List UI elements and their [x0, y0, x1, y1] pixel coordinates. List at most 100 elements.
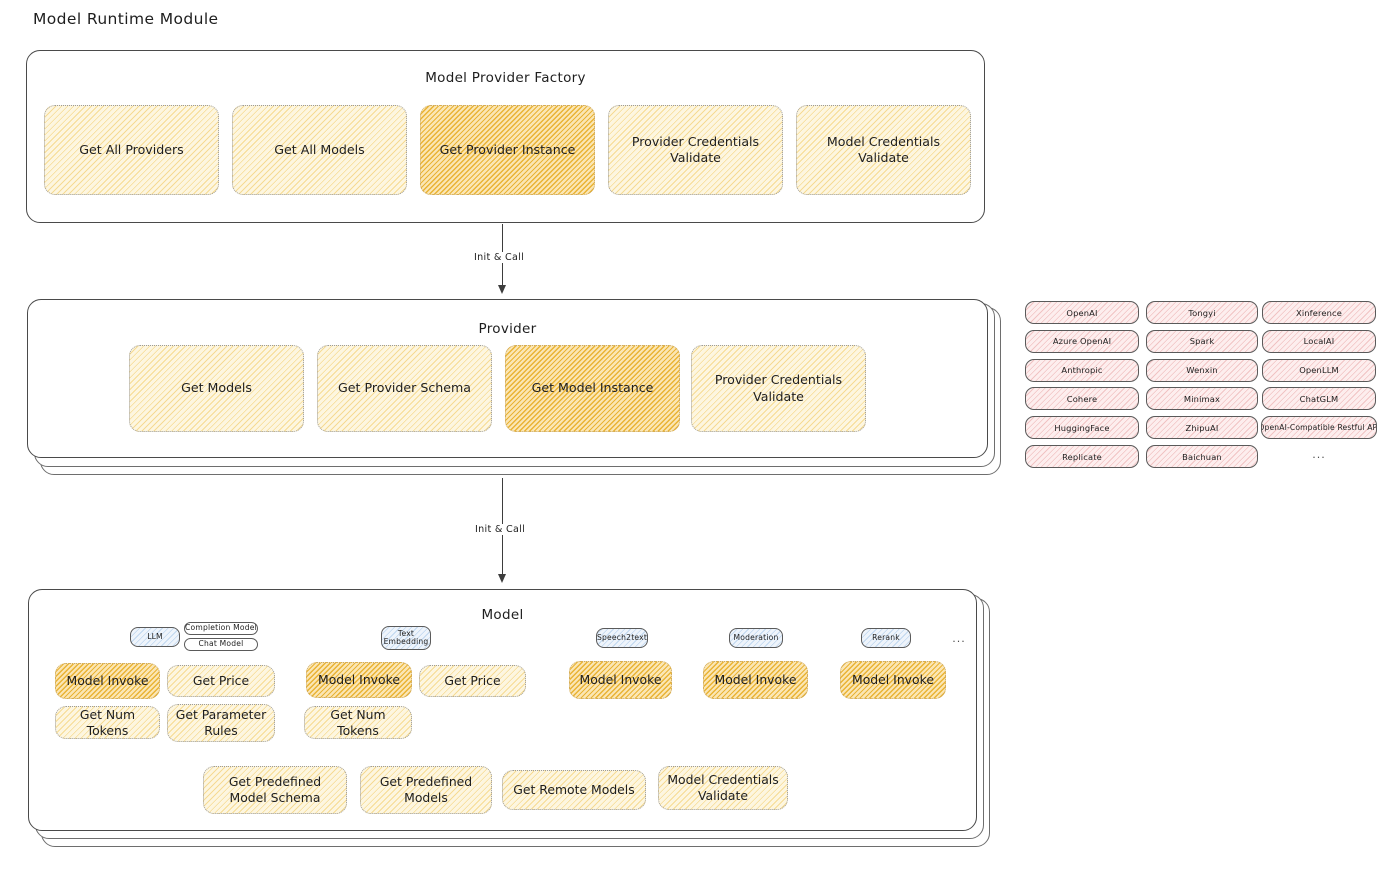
provider-chip-0-1[interactable]: Azure OpenAI	[1025, 329, 1139, 353]
provider-list-more-icon: ...	[1312, 448, 1326, 461]
model-type-badge-4[interactable]: Rerank	[861, 628, 911, 648]
model-common-method-2[interactable]: Get Remote Models	[502, 770, 646, 810]
model-common-method-label: Get Remote Models	[513, 782, 635, 798]
model-common-method-1[interactable]: Get Predefined Models	[360, 766, 492, 814]
model-sub-badge-label: Chat Model	[198, 639, 244, 649]
factory-title: Model Provider Factory	[425, 70, 586, 86]
model-method-label: Get Num Tokens	[79, 706, 136, 738]
provider-chip-2-4[interactable]: OpenAI-Compatible Restful API	[1261, 416, 1377, 440]
model-type-badge-label: Text Embedding	[383, 628, 429, 646]
model-method-label: Get Parameter Rules	[175, 707, 267, 738]
model-method-1-1[interactable]: Get Price	[419, 665, 526, 697]
model-type-badge-1[interactable]: Text Embedding	[381, 626, 431, 650]
model-type-badge-label: LLM	[147, 631, 163, 641]
provider-chip-label: ZhipuAI	[1185, 422, 1219, 433]
model-method-0-3[interactable]: Get Parameter Rules	[167, 704, 275, 742]
model-common-method-label: Model Credentials Validate	[667, 772, 779, 803]
model-method-label: Model Invoke	[579, 672, 662, 688]
provider-chip-2-0[interactable]: Xinference	[1262, 301, 1376, 324]
model-common-method-3[interactable]: Model Credentials Validate	[658, 766, 788, 810]
provider-chip-0-3[interactable]: Cohere	[1025, 387, 1139, 411]
provider-chip-label: HuggingFace	[1054, 422, 1110, 433]
model-type-badge-2[interactable]: Speech2text	[596, 628, 648, 648]
provider-chip-label: Anthropic	[1061, 365, 1103, 376]
provider-title: Provider	[478, 321, 537, 337]
model-common-method-label: Get Predefined Models	[379, 774, 473, 805]
model-common-method-0[interactable]: Get Predefined Model Schema	[203, 766, 347, 814]
factory-box-4[interactable]: Model Credentials Validate	[796, 105, 971, 195]
provider-chip-label: OpenAI	[1066, 307, 1098, 318]
provider-chip-label: Tongyi	[1188, 307, 1216, 318]
model-types-more-icon: ...	[952, 632, 966, 645]
provider-chip-label: Baichuan	[1182, 451, 1222, 462]
provider-box-label: Get Model Instance	[531, 380, 654, 396]
page-title: Model Runtime Module	[33, 10, 219, 28]
provider-chip-1-4[interactable]: ZhipuAI	[1146, 416, 1258, 440]
provider-chip-1-5[interactable]: Baichuan	[1146, 445, 1258, 468]
provider-chip-1-2[interactable]: Wenxin	[1146, 358, 1258, 382]
model-method-label: Model Invoke	[852, 672, 934, 688]
provider-box-3[interactable]: Provider Credentials Validate	[691, 345, 866, 432]
provider-chip-0-2[interactable]: Anthropic	[1025, 358, 1139, 382]
model-sub-badge-0-0[interactable]: Completion Model	[184, 622, 258, 635]
model-method-label: Get Price	[192, 673, 250, 689]
provider-chip-label: Replicate	[1062, 451, 1102, 462]
provider-box-0[interactable]: Get Models	[129, 345, 304, 432]
model-method-1-2[interactable]: Get Num Tokens	[304, 706, 412, 739]
model-method-label: Get Num Tokens	[330, 706, 386, 738]
provider-chip-label: LocalAI	[1303, 336, 1335, 347]
provider-chip-label: OpenAI-Compatible Restful API	[1261, 423, 1377, 433]
arrow-head-icon	[497, 574, 506, 583]
provider-chip-0-4[interactable]: HuggingFace	[1025, 416, 1139, 440]
provider-chip-label: Minimax	[1183, 393, 1221, 404]
factory-box-1[interactable]: Get All Models	[232, 105, 407, 195]
provider-box-label: Get Models	[181, 380, 252, 396]
factory-box-label: Get Provider Instance	[439, 141, 576, 157]
provider-chip-label: Cohere	[1066, 393, 1098, 404]
model-method-label: Model Invoke	[714, 672, 797, 688]
factory-box-label: Get All Models	[274, 141, 365, 157]
model-method-label: Model Invoke	[318, 672, 400, 688]
arrow-label-init-call-2: Init & Call	[471, 524, 530, 535]
factory-box-label: Model Credentials Validate	[826, 133, 941, 165]
provider-chip-1-0[interactable]: Tongyi	[1146, 301, 1258, 324]
arrow-head-icon	[497, 285, 506, 294]
provider-chip-0-0[interactable]: OpenAI	[1025, 301, 1139, 324]
model-type-badge-0[interactable]: LLM	[130, 627, 180, 647]
provider-chip-1-1[interactable]: Spark	[1146, 329, 1258, 353]
model-method-0-1[interactable]: Get Price	[167, 665, 275, 697]
factory-box-0[interactable]: Get All Providers	[44, 105, 219, 195]
provider-chip-2-3[interactable]: ChatGLM	[1262, 387, 1376, 411]
model-method-3-0[interactable]: Model Invoke	[703, 661, 808, 699]
provider-chip-0-5[interactable]: Replicate	[1025, 445, 1139, 468]
provider-chip-2-2[interactable]: OpenLLM	[1262, 358, 1376, 382]
model-method-4-0[interactable]: Model Invoke	[840, 661, 946, 699]
arrow-label-init-call-1: Init & Call	[470, 252, 529, 263]
model-method-0-0[interactable]: Model Invoke	[55, 663, 160, 699]
provider-box-label: Get Provider Schema	[338, 380, 471, 396]
model-method-label: Model Invoke	[66, 673, 149, 689]
model-method-0-2[interactable]: Get Num Tokens	[55, 706, 160, 739]
model-type-badge-label: Speech2text	[597, 632, 647, 642]
model-method-2-0[interactable]: Model Invoke	[569, 661, 672, 699]
provider-chip-label: OpenLLM	[1299, 365, 1339, 376]
provider-chip-label: Spark	[1189, 336, 1215, 347]
model-method-1-0[interactable]: Model Invoke	[306, 662, 412, 698]
provider-box-2[interactable]: Get Model Instance	[505, 345, 680, 432]
provider-chip-label: Azure OpenAI	[1052, 336, 1112, 347]
model-type-badge-label: Rerank	[872, 632, 900, 642]
factory-box-2[interactable]: Get Provider Instance	[420, 105, 595, 195]
provider-chip-1-3[interactable]: Minimax	[1146, 387, 1258, 411]
model-sub-badge-0-1[interactable]: Chat Model	[184, 638, 258, 651]
factory-box-label: Provider Credentials Validate	[631, 133, 760, 165]
provider-box-1[interactable]: Get Provider Schema	[317, 345, 492, 432]
model-type-badge-label: Moderation	[733, 632, 779, 642]
provider-chip-label: Xinference	[1295, 307, 1343, 318]
provider-box-label: Provider Credentials Validate	[714, 372, 843, 404]
factory-box-3[interactable]: Provider Credentials Validate	[608, 105, 783, 195]
model-type-badge-3[interactable]: Moderation	[729, 628, 783, 648]
model-title: Model	[481, 607, 524, 623]
provider-chip-label: ChatGLM	[1299, 393, 1339, 404]
provider-chip-2-1[interactable]: LocalAI	[1262, 329, 1376, 353]
